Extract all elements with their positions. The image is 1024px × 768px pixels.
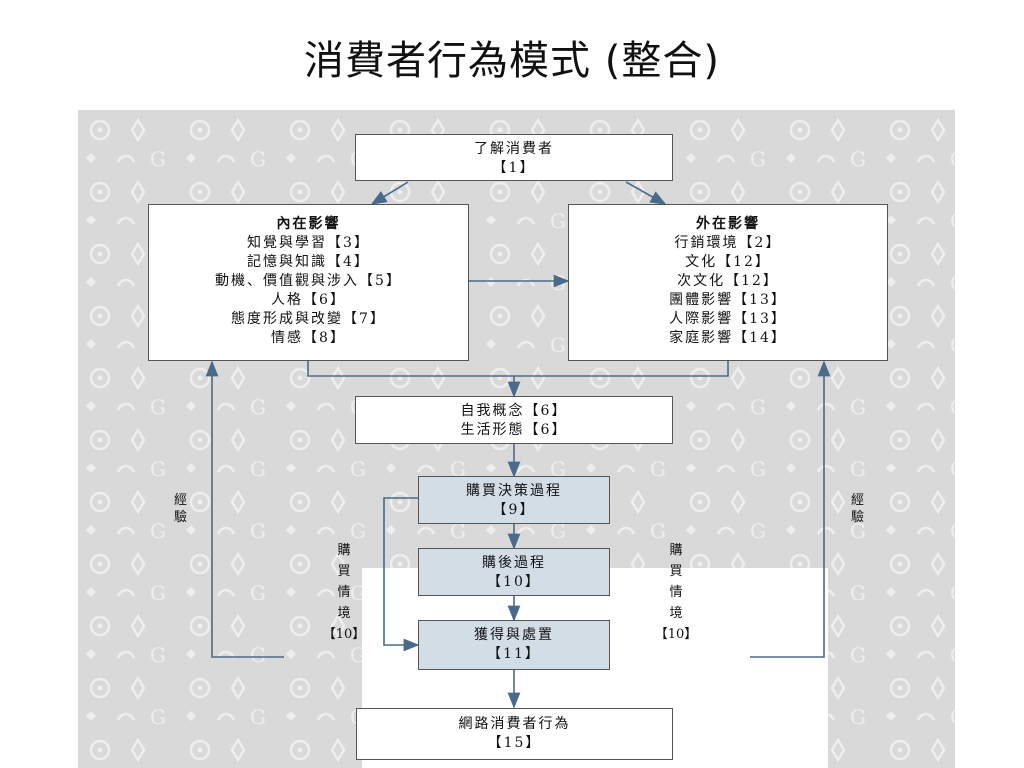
situation-label-left: 購 買 情 境 【10】 bbox=[322, 543, 366, 642]
internal-influences-box: 內在影響 知覺與學習【3】 記憶與知識【4】 動機、價值觀與涉入【5】 人格【6… bbox=[148, 204, 469, 361]
experience-right-loop bbox=[750, 360, 831, 658]
understand-consumer-box: 了解消費者 【1】 bbox=[355, 134, 673, 181]
arrow-to-external bbox=[625, 181, 667, 205]
decision-process-box: 購買決策過程 【9】 bbox=[418, 476, 610, 524]
page-title: 消費者行為模式 (整合) bbox=[304, 38, 720, 84]
bypass-connector bbox=[383, 497, 420, 652]
self-concept-box: 自我概念【6】 生活形態【6】 bbox=[355, 396, 673, 444]
external-influences-box: 外在影響 行銷環境【2】 文化【12】 次文化【12】 團體影響【13】 人際影… bbox=[568, 204, 888, 361]
external-influences-heading: 外在影響 bbox=[696, 216, 760, 232]
online-consumer-box: 網路消費者行為 【15】 bbox=[356, 708, 673, 760]
experience-left-loop bbox=[205, 360, 284, 658]
experience-label-right: 經 驗 bbox=[850, 493, 865, 525]
arrow-to-internal bbox=[370, 181, 409, 205]
internal-influences-heading: 內在影響 bbox=[276, 216, 341, 232]
acquire-dispose-box: 獲得與處置 【11】 bbox=[418, 620, 610, 670]
experience-label-left: 經 驗 bbox=[173, 493, 188, 525]
situation-label-right: 購 買 情 境 【10】 bbox=[654, 543, 698, 642]
post-purchase-box: 購後過程 【10】 bbox=[418, 548, 610, 596]
merge-connector bbox=[307, 361, 729, 377]
